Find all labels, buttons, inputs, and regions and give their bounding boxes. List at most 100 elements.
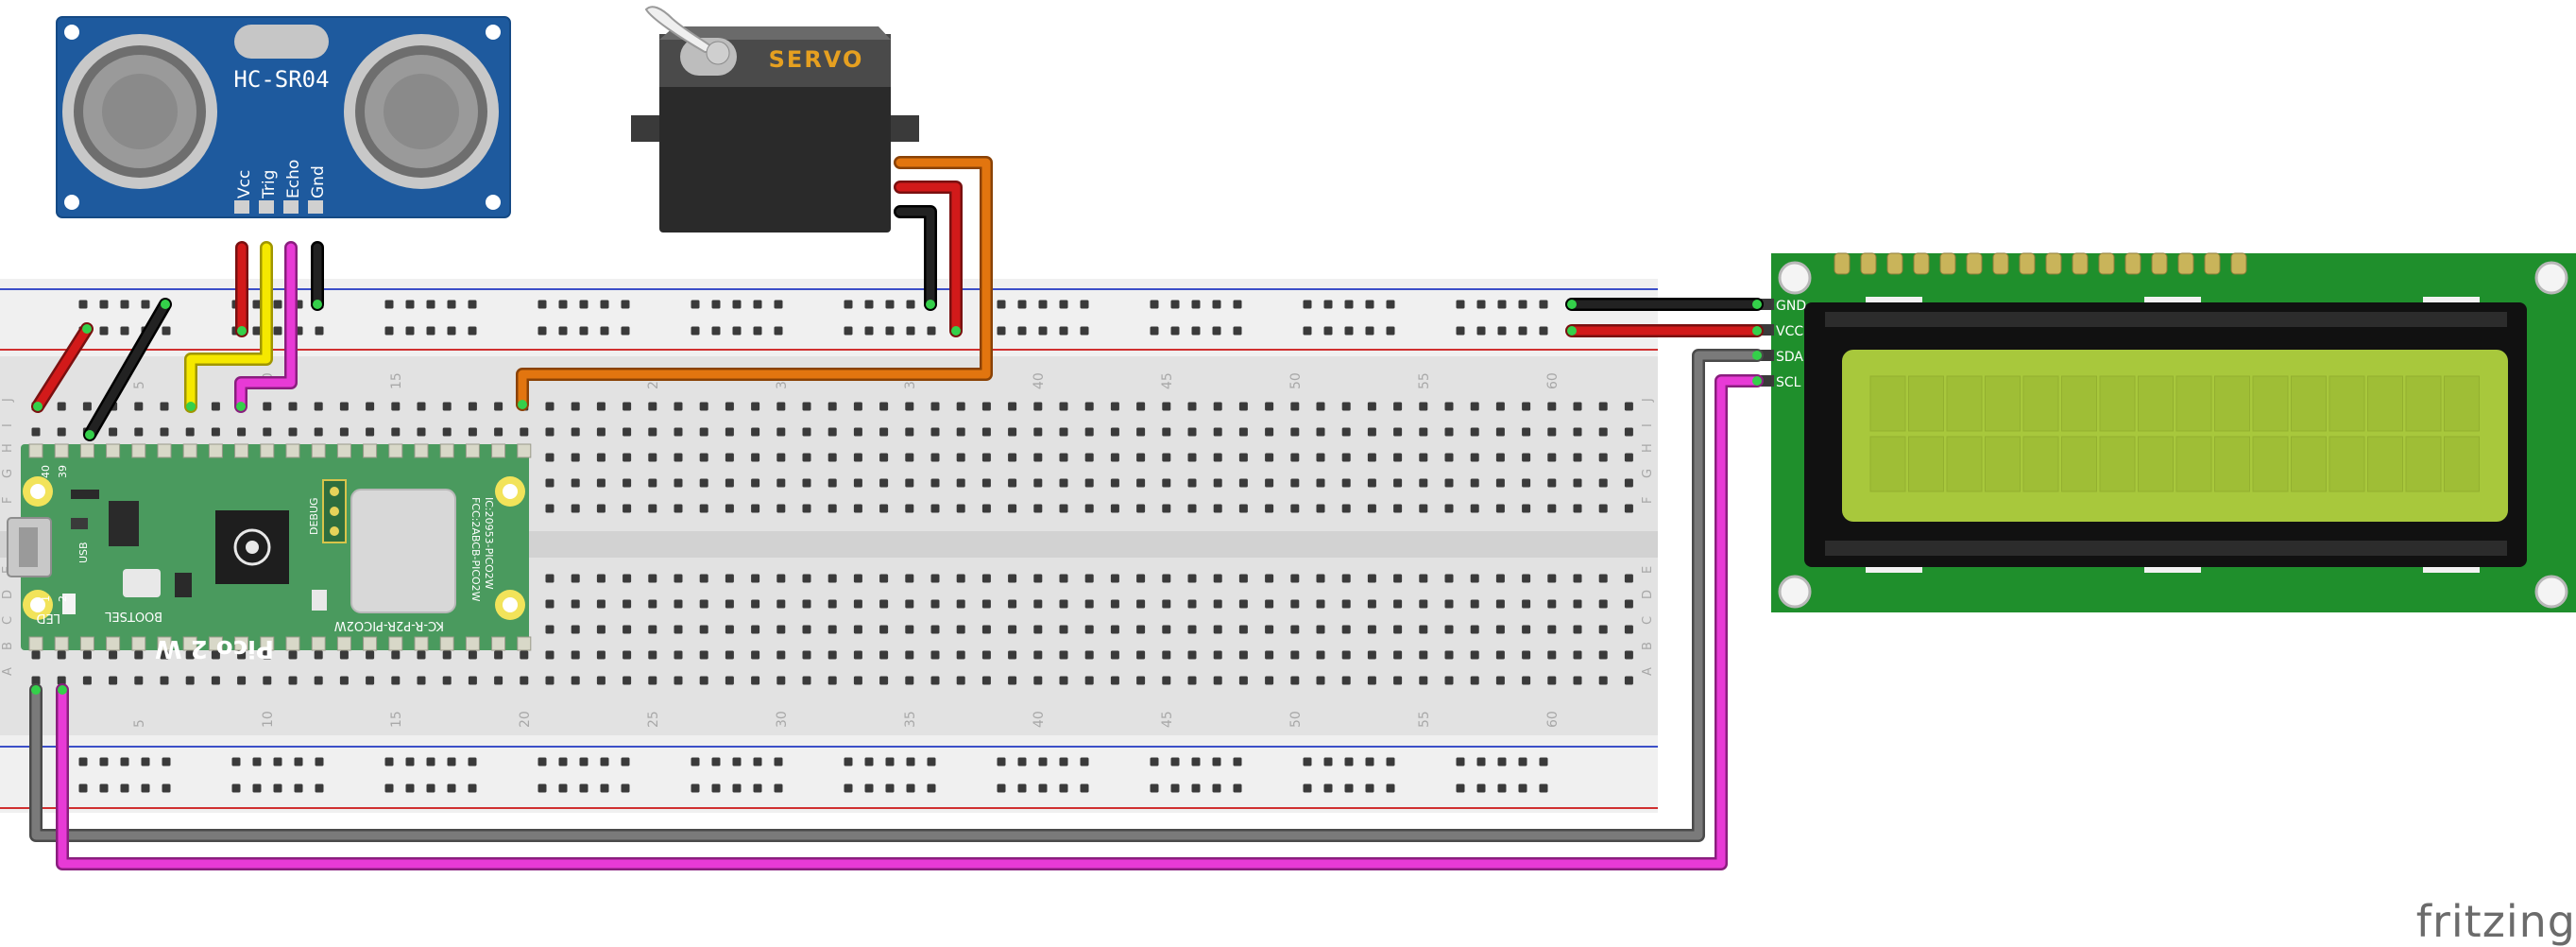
breadboard-hole	[99, 300, 109, 309]
row-letter: E	[1641, 566, 1655, 574]
lcd-char-cell	[1946, 436, 1983, 492]
breadboard-hole	[596, 453, 606, 462]
breadboard-hole	[1444, 478, 1454, 488]
lcd-pin-label: SCL	[1776, 375, 1801, 390]
breadboard-hole	[956, 574, 965, 583]
breadboard-hole	[1573, 504, 1582, 513]
pico-header-pin	[465, 636, 480, 651]
pico-header-pin	[54, 443, 69, 458]
breadboard-hole	[906, 326, 915, 336]
breadboard-hole	[1470, 650, 1479, 660]
pico-pin-label: 40	[40, 465, 52, 478]
breadboard-hole	[956, 625, 965, 634]
breadboard-hole	[545, 478, 554, 488]
breadboard-hole	[1495, 504, 1505, 513]
breadboard-hole	[596, 427, 606, 437]
lcd-mount-hole	[1778, 575, 1812, 609]
breadboard-hole	[981, 574, 991, 583]
breadboard-hole	[1393, 427, 1403, 437]
sensor-mount-hole	[64, 25, 79, 40]
pico-header-pin	[234, 636, 249, 651]
breadboard-hole	[732, 326, 742, 336]
breadboard-hole	[558, 783, 568, 793]
breadboard-hole	[1495, 599, 1505, 609]
breadboard-hole	[600, 300, 609, 309]
breadboard-hole	[674, 402, 683, 411]
pico-fcc-id: FCC:2ABCB-PICO2W	[469, 497, 482, 602]
breadboard-hole	[1495, 625, 1505, 634]
breadboard-hole	[751, 625, 760, 634]
breadboard-hole	[1573, 453, 1582, 462]
pico-header-pin	[208, 443, 223, 458]
pico-pin-label: 1	[40, 595, 52, 602]
breadboard-hole	[211, 676, 220, 685]
breadboard-hole	[520, 676, 529, 685]
breadboard-hole	[1187, 402, 1197, 411]
breadboard-hole	[1136, 504, 1146, 513]
breadboard-hole	[691, 783, 700, 793]
breadboard-hole	[1444, 625, 1454, 634]
breadboard-hole	[1303, 783, 1312, 793]
row-letter: D	[1, 590, 15, 599]
breadboard-hole	[1290, 574, 1300, 583]
breadboard-hole	[1341, 650, 1351, 660]
breadboard-hole	[468, 676, 477, 685]
breadboard-hole	[879, 504, 889, 513]
breadboard-hole	[930, 676, 940, 685]
breadboard-hole	[930, 625, 940, 634]
breadboard-hole	[981, 402, 991, 411]
pico-debug-label: DEBUG	[308, 497, 320, 535]
wire-sensor-trig	[186, 243, 271, 411]
breadboard-hole	[1084, 574, 1094, 583]
breadboard-hole	[1341, 599, 1351, 609]
breadboard-hole	[1367, 574, 1376, 583]
breadboard-hole	[1598, 478, 1608, 488]
pico-header-pin	[336, 636, 351, 651]
breadboard-hole	[1367, 625, 1376, 634]
breadboard-hole	[1110, 453, 1119, 462]
breadboard-hole	[1497, 783, 1507, 793]
row-letter: H	[1, 443, 15, 453]
breadboard-hole	[699, 650, 708, 660]
breadboard-hole	[252, 326, 262, 336]
breadboard-hole	[1290, 676, 1300, 685]
breadboard-hole	[109, 650, 118, 660]
breadboard-hole	[211, 402, 220, 411]
breadboard-hole	[1265, 453, 1274, 462]
breadboard-hole	[1598, 676, 1608, 685]
breadboard-hole	[1213, 650, 1222, 660]
breadboard-hole	[109, 676, 118, 685]
breadboard-hole	[930, 402, 940, 411]
breadboard-hole	[1470, 504, 1479, 513]
breadboard-hole	[930, 504, 940, 513]
breadboard-hole	[1476, 326, 1486, 336]
breadboard-hole	[1059, 427, 1068, 437]
lcd-char-cell	[2175, 436, 2212, 492]
breadboard-hole	[134, 676, 144, 685]
breadboard-hole	[1539, 300, 1548, 309]
breadboard-hole	[1386, 300, 1395, 309]
breadboard-hole	[711, 300, 721, 309]
pico-header-pin	[106, 443, 121, 458]
breadboard-hole	[1162, 650, 1171, 660]
breadboard-hole	[1059, 504, 1068, 513]
bottom-power-rail	[0, 735, 1658, 813]
lcd-char-cell	[1908, 375, 1944, 432]
wire-servo-vcc	[896, 182, 961, 336]
wifi-module	[350, 489, 456, 613]
breadboard-hole	[1522, 478, 1531, 488]
breadboard-hole	[1522, 402, 1531, 411]
breadboard-hole	[1573, 478, 1582, 488]
pico-led-label: LED	[37, 611, 60, 625]
breadboard-hole	[648, 402, 657, 411]
lcd-header-pin	[2204, 252, 2221, 275]
row-letter: C	[1, 616, 15, 625]
pico-header-pin	[79, 443, 94, 458]
breadboard-hole	[442, 650, 452, 660]
breadboard-hole	[1017, 783, 1027, 793]
breadboard-hole	[1191, 300, 1201, 309]
breadboard-hole	[571, 402, 580, 411]
breadboard-hole	[1110, 599, 1119, 609]
breadboard-hole	[237, 650, 247, 660]
breadboard-hole	[1213, 574, 1222, 583]
